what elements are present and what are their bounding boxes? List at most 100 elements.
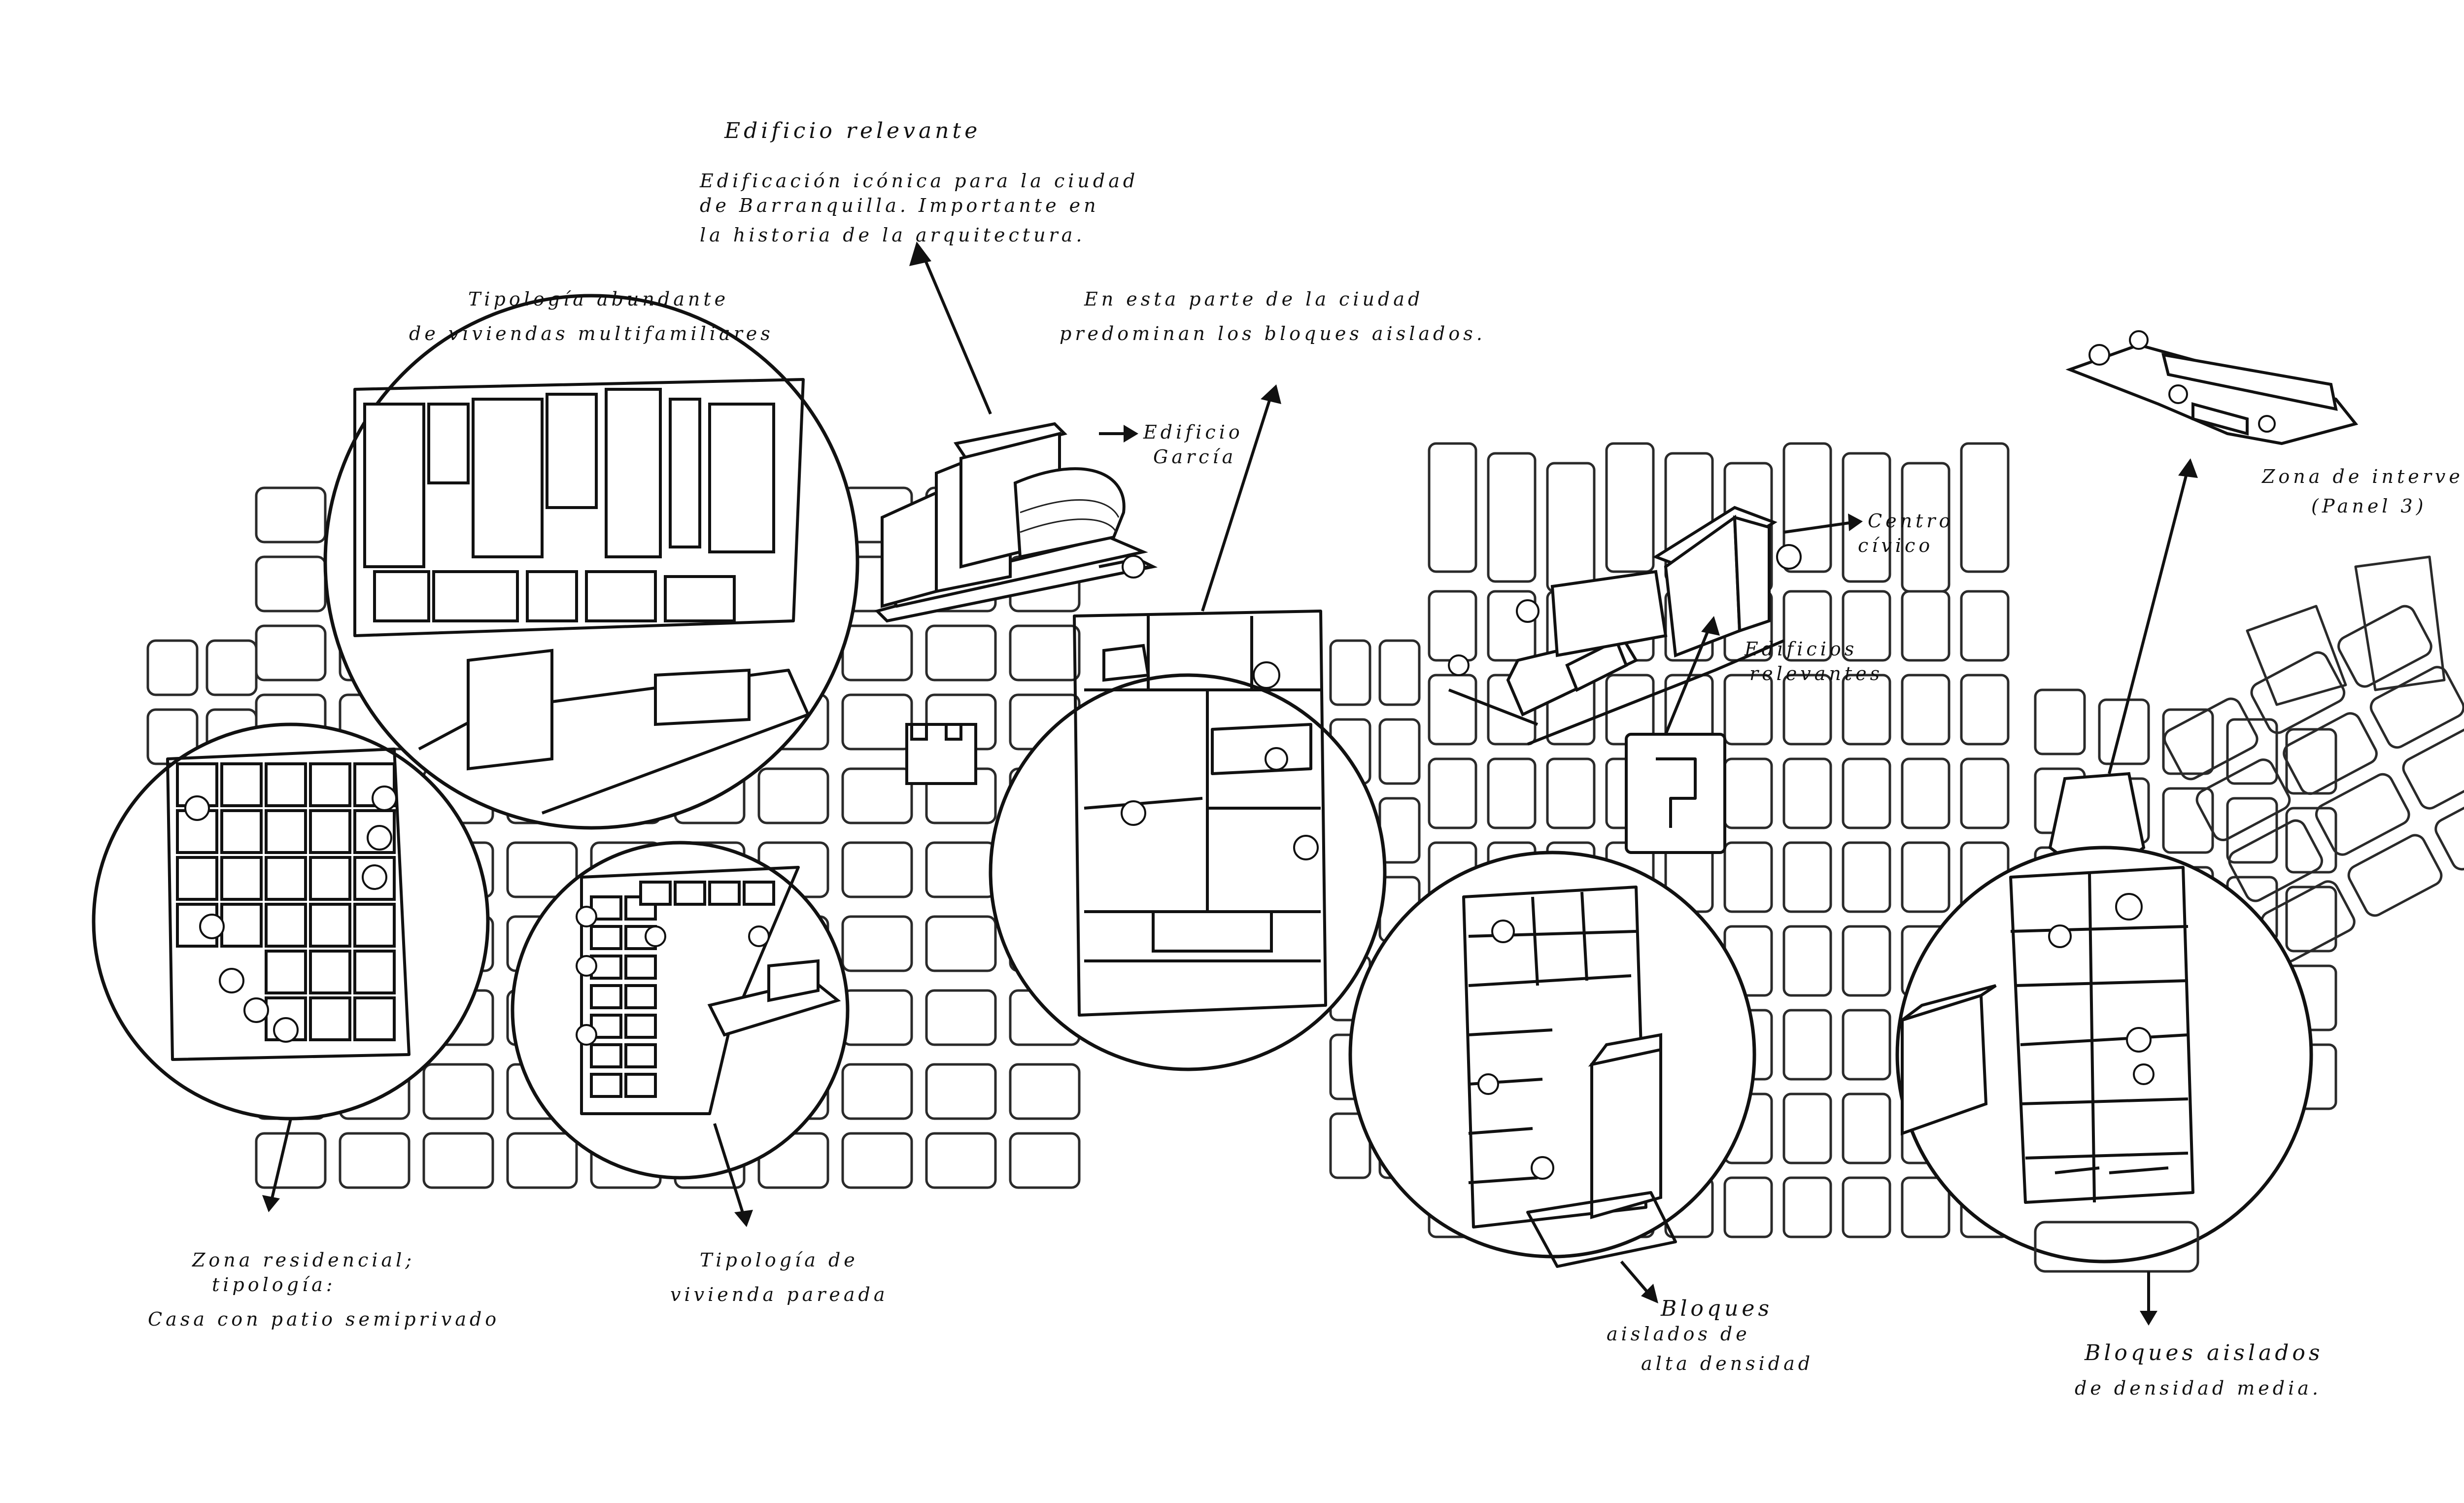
city-block [1378, 639, 1421, 706]
annotations: Edificio relevante Edificación icónica p… [148, 118, 2464, 1399]
tree-icon [219, 968, 244, 993]
edificio-relevante-line2: de Barranquilla. Importante en [700, 195, 1099, 216]
city-block [1901, 757, 1951, 829]
city-block [176, 856, 218, 901]
zona-residencial-line3: Casa con patio semiprivado [148, 1308, 500, 1330]
city-block [1842, 590, 1891, 662]
city-block [1428, 757, 1477, 829]
edificio-garcia-line2: García [1153, 446, 1236, 468]
city-block [1842, 841, 1891, 913]
city-block [353, 996, 396, 1041]
city-block [1378, 797, 1421, 864]
city-block [2034, 688, 2086, 755]
city-block [309, 809, 351, 854]
edificios-relevantes-line2: relevantes [1749, 663, 1883, 684]
city-block [590, 984, 622, 1009]
city-block [925, 1063, 997, 1120]
zona-residencial-line1: Zona residencial; [192, 1249, 415, 1271]
city-block [624, 984, 657, 1009]
city-block [1329, 639, 1371, 706]
leader-arrows [262, 241, 2198, 1326]
bloques-alta-line2: aislados de [1607, 1323, 1750, 1345]
city-block [841, 989, 913, 1046]
city-block [220, 809, 263, 854]
city-block [1723, 1176, 1773, 1238]
tree-icon [645, 925, 666, 947]
city-block [255, 486, 327, 544]
city-block [205, 639, 258, 696]
city-block [1782, 757, 1832, 829]
tree-icon [362, 864, 387, 890]
edificio-garcia-line1: Edificio [1143, 421, 1243, 443]
city-block [925, 841, 997, 898]
city-block [309, 996, 351, 1041]
city-block [841, 693, 913, 751]
city-block [639, 881, 672, 906]
city-block [841, 841, 913, 898]
city-block [1842, 1093, 1891, 1164]
city-block [841, 1063, 913, 1120]
city-block [1723, 674, 1773, 746]
city-block [265, 762, 307, 807]
city-block [708, 881, 741, 906]
city-block [1428, 674, 1477, 746]
multifamiliar-line2: de viviendas multifamiliares [409, 323, 774, 344]
city-block [309, 856, 351, 901]
city-block [1009, 624, 1081, 682]
bloques-parte-line1: En esta parte de la ciudad [1084, 288, 1423, 310]
city-block [1009, 1063, 1081, 1120]
city-block [506, 841, 578, 898]
city-block [925, 915, 997, 972]
multifamiliar-line1: Tipología abundante [468, 288, 729, 310]
city-block [1901, 674, 1951, 746]
zona-residencial-line2: tipología: [212, 1274, 336, 1296]
city-block [309, 950, 351, 994]
city-block [309, 762, 351, 807]
city-block [2098, 698, 2150, 765]
city-block [925, 624, 997, 682]
city-block [590, 1073, 622, 1098]
city-block [1901, 1176, 1951, 1238]
city-block [339, 1132, 411, 1189]
magnifier-bloques-alta [1348, 851, 1756, 1268]
magnifier-casa-patio [92, 722, 490, 1121]
city-block [265, 950, 307, 994]
city-block [1605, 442, 1655, 573]
tree-icon [184, 795, 210, 821]
city-block [1487, 757, 1537, 829]
city-block [146, 639, 199, 696]
magnifier-multifamiliares [323, 294, 859, 830]
city-block [1782, 925, 1832, 997]
tree-icon [576, 906, 597, 927]
city-block [1842, 1009, 1891, 1081]
tree-icon [273, 1017, 299, 1043]
city-block [1960, 442, 2010, 573]
city-block [1960, 674, 2010, 746]
bloques-alta-line1: Bloques [1660, 1296, 1773, 1321]
city-block [2162, 708, 2214, 775]
city-block [1782, 590, 1832, 662]
city-block [265, 809, 307, 854]
city-block [1842, 452, 1891, 583]
city-block [1842, 757, 1891, 829]
edificios-relevantes-line1: Edificios [1744, 638, 1857, 660]
city-block [1723, 757, 1773, 829]
tree-icon [243, 997, 269, 1023]
city-block [255, 555, 327, 613]
bloques-alta-line3: alta densidad [1641, 1353, 1814, 1374]
bloques-parte-line2: predominan los bloques aislados. [1060, 323, 1486, 344]
city-block [353, 903, 396, 948]
edificio-relevante-line3: la historia de la arquitectura. [700, 224, 1085, 246]
city-block [925, 989, 997, 1046]
city-block [1546, 757, 1596, 829]
tree-icon [367, 825, 392, 851]
city-block [1723, 841, 1773, 913]
city-block [624, 1073, 657, 1098]
tree-icon [748, 925, 770, 947]
city-block [1842, 925, 1891, 997]
zona-intervencion-line1: Zona de intervención [2261, 466, 2464, 487]
city-block [1842, 674, 1891, 746]
city-block [590, 1043, 622, 1068]
city-block [674, 881, 706, 906]
